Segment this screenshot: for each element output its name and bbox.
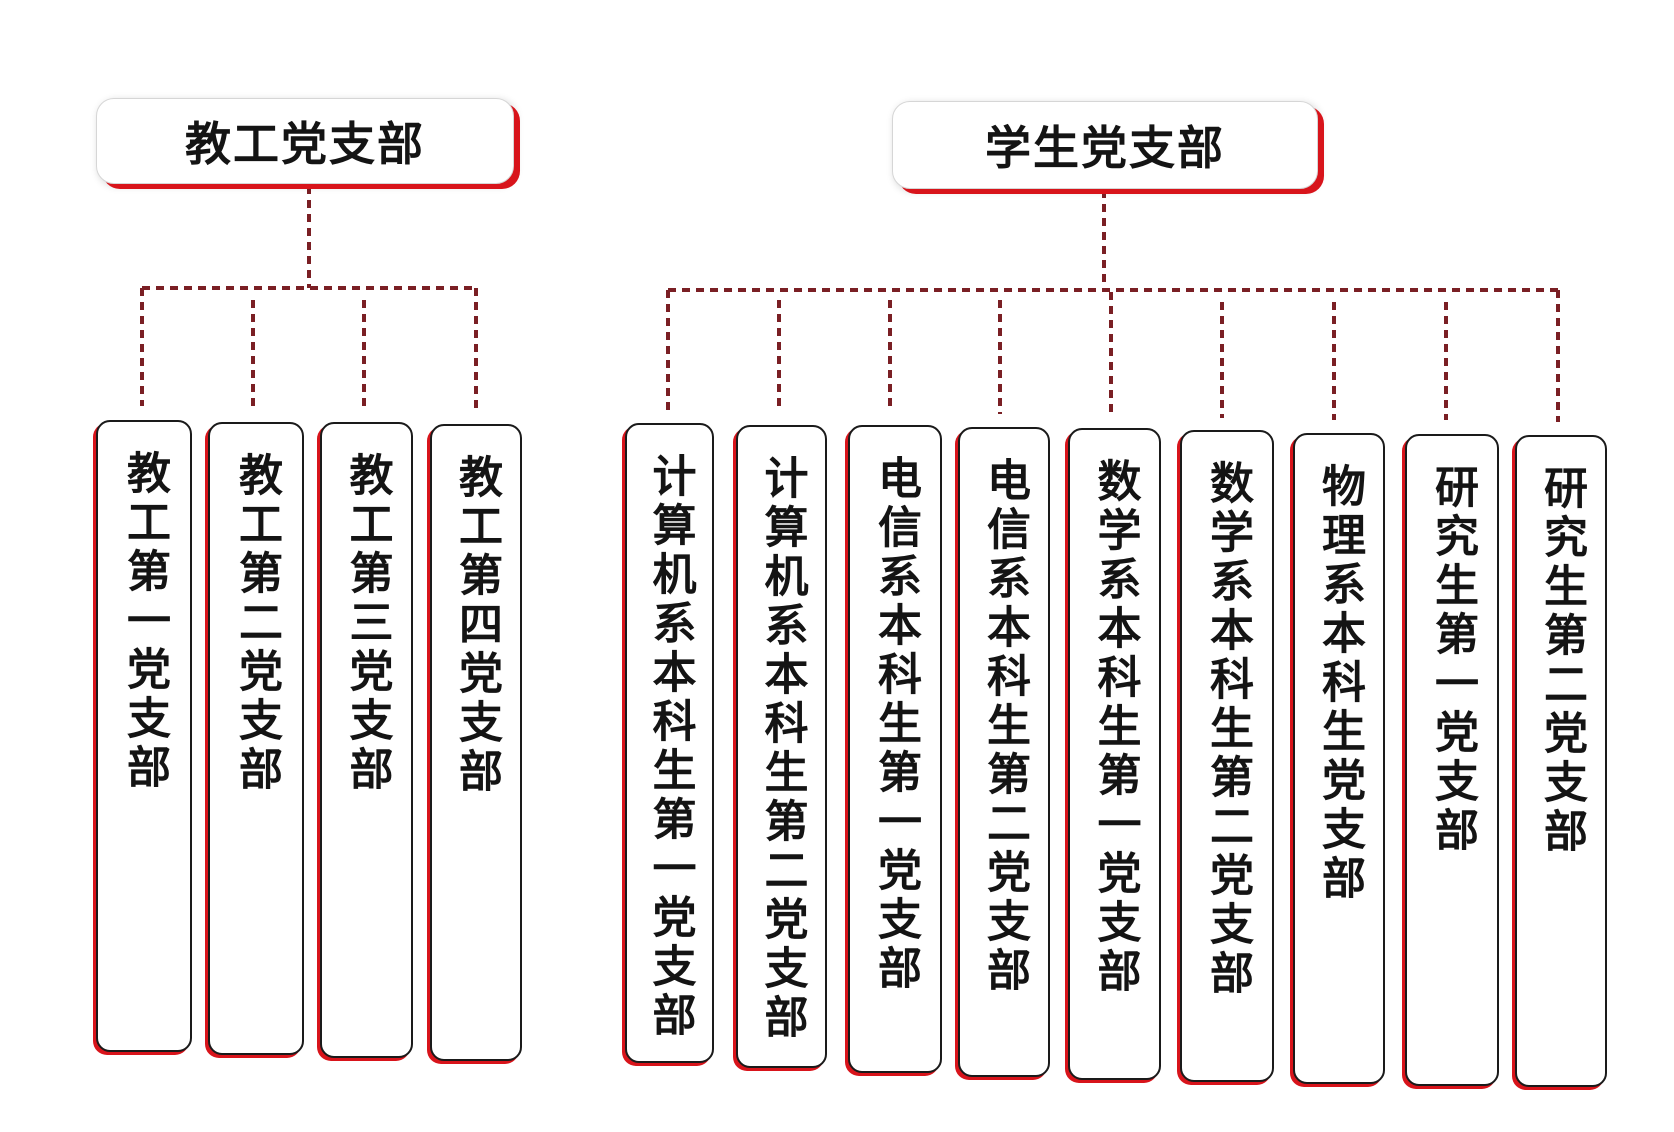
faculty-branch-3-label: 教工第三党支部 bbox=[341, 452, 393, 795]
student-branch-8-label: 研究生第一党支部 bbox=[1427, 464, 1478, 856]
student-branch-5: 数学系本科生第一党支部 bbox=[1068, 428, 1161, 1080]
student-branch-7: 物理系本科生党支部 bbox=[1293, 433, 1385, 1084]
student-branch-6-label: 数学系本科生第二党支部 bbox=[1202, 460, 1253, 999]
faculty-branch-4: 教工第四党支部 bbox=[430, 424, 522, 1061]
student-header-title: 学生党支部 bbox=[985, 121, 1225, 175]
student-branch-7-label: 物理系本科生党支部 bbox=[1314, 463, 1365, 904]
student-branch-4-label: 电信系本科生第二党支部 bbox=[979, 457, 1030, 996]
faculty-branch-2-label: 教工第二党支部 bbox=[231, 452, 282, 795]
student-branch-3-label: 电信系本科生第一党支部 bbox=[870, 455, 921, 994]
student-branch-5-label: 数学系本科生第一党支部 bbox=[1089, 458, 1141, 997]
student-branch-2-label: 计算机系本科生第二党支部 bbox=[756, 455, 808, 1043]
faculty-branch-2: 教工第二党支部 bbox=[208, 422, 304, 1055]
student-branch-9-label: 研究生第二党支部 bbox=[1536, 465, 1587, 857]
student-branch-1-label: 计算机系本科生第一党支部 bbox=[644, 453, 696, 1041]
faculty-branch-3: 教工第三党支部 bbox=[320, 422, 413, 1058]
faculty-branch-1: 教工第一党支部 bbox=[96, 420, 192, 1052]
faculty-header-title: 教工党支部 bbox=[185, 117, 425, 171]
student-branch-4: 电信系本科生第二党支部 bbox=[958, 427, 1050, 1077]
student-branch-3: 电信系本科生第一党支部 bbox=[848, 425, 942, 1073]
student-branch-1: 计算机系本科生第一党支部 bbox=[625, 423, 714, 1063]
student-branch-9: 研究生第二党支部 bbox=[1515, 435, 1607, 1087]
student-branch-6: 数学系本科生第二党支部 bbox=[1180, 430, 1274, 1082]
student-branch-8: 研究生第一党支部 bbox=[1405, 434, 1499, 1086]
faculty-branch-4-label: 教工第四党支部 bbox=[451, 454, 502, 797]
student-party-branch-header: 学生党支部 bbox=[892, 101, 1318, 189]
faculty-party-branch-header: 教工党支部 bbox=[96, 98, 514, 184]
faculty-branch-1-label: 教工第一党支部 bbox=[119, 450, 170, 793]
student-branch-2: 计算机系本科生第二党支部 bbox=[736, 425, 827, 1068]
